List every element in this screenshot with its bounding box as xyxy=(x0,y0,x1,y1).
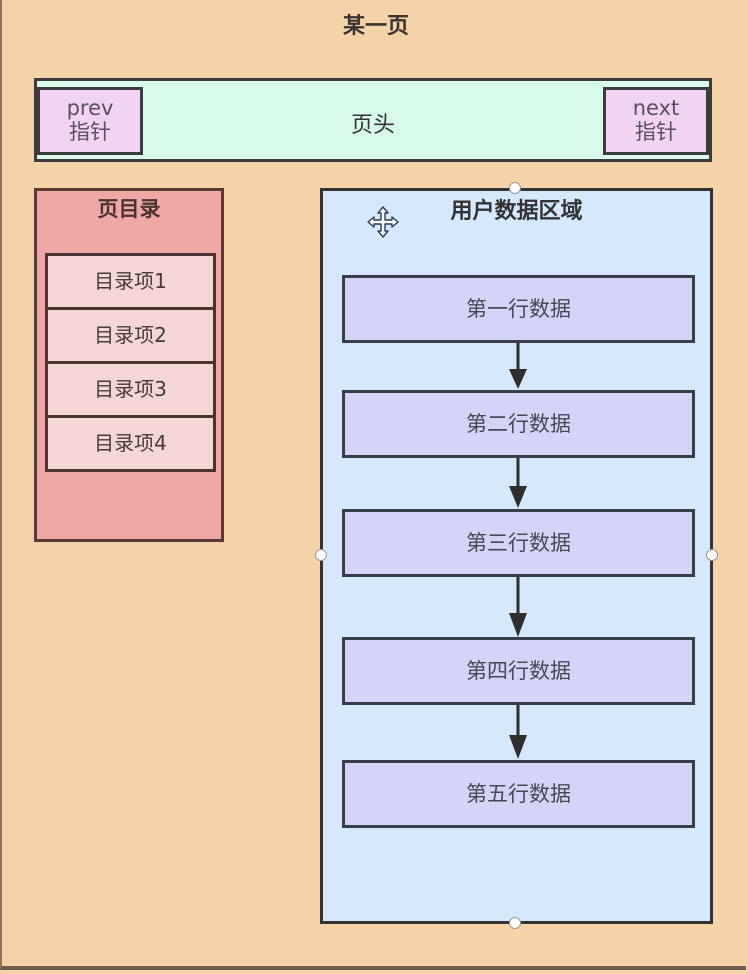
arrow-down-icon xyxy=(509,343,527,389)
resize-handle-right[interactable] xyxy=(706,549,718,561)
page-title: 某一页 xyxy=(342,14,409,39)
resize-handle-bottom[interactable] xyxy=(509,917,521,929)
data-row[interactable]: 第一行数据 xyxy=(342,275,695,343)
page-header[interactable]: prev 指针 页头 next 指针 xyxy=(34,78,712,162)
next-pointer-label: next xyxy=(632,96,680,120)
page-directory-title: 页目录 xyxy=(97,197,161,221)
arrow-down-icon xyxy=(509,705,527,759)
prev-pointer-sublabel: 指针 xyxy=(69,120,111,144)
directory-list: 目录项1 目录项2 目录项3 目录项4 xyxy=(45,253,216,472)
directory-item[interactable]: 目录项2 xyxy=(48,310,213,364)
page-header-label: 页头 xyxy=(350,113,395,138)
next-pointer[interactable]: next 指针 xyxy=(603,87,709,155)
user-data-area-title: 用户数据区域 xyxy=(450,199,583,224)
data-row[interactable]: 第二行数据 xyxy=(342,390,695,458)
user-data-area[interactable]: 用户数据区域 第一行数据 第二行数据 第三行数据 第四行数据 第五行数据 xyxy=(320,188,713,924)
move-cursor-icon xyxy=(367,206,399,238)
data-row[interactable]: 第三行数据 xyxy=(342,509,695,577)
arrow-down-icon xyxy=(509,577,527,637)
directory-item[interactable]: 目录项1 xyxy=(48,256,213,310)
page-directory[interactable]: 页目录 目录项1 目录项2 目录项3 目录项4 xyxy=(34,188,224,542)
directory-item[interactable]: 目录项4 xyxy=(94,431,167,455)
prev-pointer-label: prev xyxy=(66,96,114,120)
resize-handle-left[interactable] xyxy=(315,549,327,561)
data-row[interactable]: 第五行数据 xyxy=(342,760,695,828)
data-row[interactable]: 第四行数据 xyxy=(342,637,695,705)
prev-pointer[interactable]: prev 指针 xyxy=(37,87,143,155)
directory-item[interactable]: 目录项3 xyxy=(48,364,213,418)
arrow-down-icon xyxy=(509,458,527,508)
resize-handle-top[interactable] xyxy=(509,182,521,194)
next-pointer-sublabel: 指针 xyxy=(635,120,677,144)
